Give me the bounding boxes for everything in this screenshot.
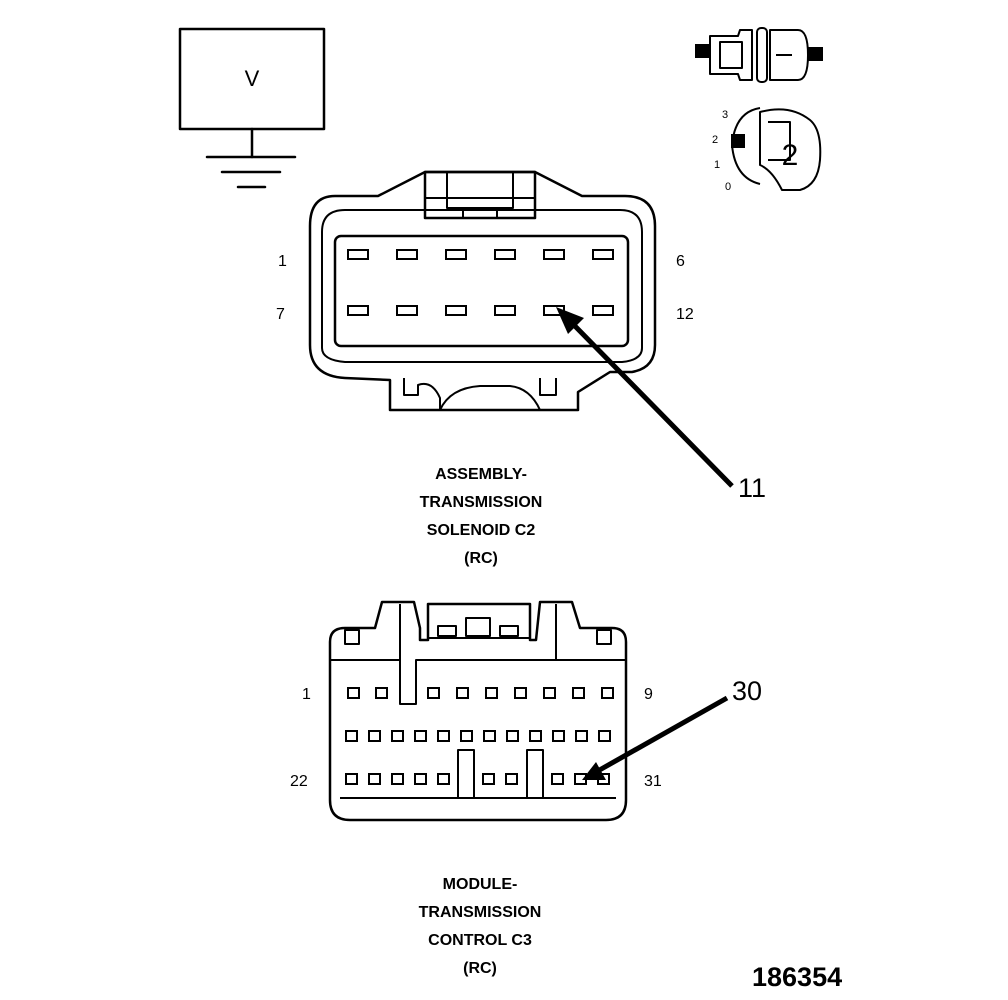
c3-callout-number: 30 xyxy=(732,676,762,706)
c3-pin-r3-4 xyxy=(414,773,427,785)
c3-pin-r2-11 xyxy=(575,730,588,742)
c2-caption-line-2: TRANSMISSION xyxy=(420,494,543,511)
knob-scale-1: 1 xyxy=(714,159,720,171)
c3-pin-r3-7 xyxy=(505,773,518,785)
c3-pin-r3-6 xyxy=(482,773,495,785)
knob-selected-value: 2 xyxy=(782,139,799,172)
c3-housing xyxy=(328,600,628,822)
c2-caption-line-3: SOLENOID C2 xyxy=(427,522,536,539)
c3-caption-line-2: TRANSMISSION xyxy=(419,904,542,921)
c2-pin-label-bottom-left: 7 xyxy=(276,306,285,323)
c2-caption-line-1: ASSEMBLY- xyxy=(435,466,527,483)
c3-callout: 30 xyxy=(582,676,762,780)
c2-pin-r1-6 xyxy=(592,249,614,260)
c3-pin-r1-1 xyxy=(347,687,360,699)
c2-latch xyxy=(423,170,537,220)
test-probe-icon xyxy=(695,27,823,83)
c2-pin-r1-4 xyxy=(494,249,516,260)
c3-key-left xyxy=(457,749,475,799)
c2-callout-arrowhead xyxy=(556,307,584,334)
c3-caption-line-1: MODULE- xyxy=(443,876,518,893)
c3-pin-r1-5 xyxy=(485,687,498,699)
c3-pin-r1-3 xyxy=(427,687,440,699)
c3-pin-r2-8 xyxy=(506,730,519,742)
c3-pin-r2-12 xyxy=(598,730,611,742)
c3-pin-r2-1 xyxy=(345,730,358,742)
c2-pin-field xyxy=(333,234,630,348)
c3-callout-arrow xyxy=(594,695,729,775)
c2-caption-line-4: (RC) xyxy=(464,550,498,567)
c3-pin-r2-4 xyxy=(414,730,427,742)
c3-pin-r3-5 xyxy=(437,773,450,785)
voltmeter-ground-icon: V xyxy=(178,27,326,189)
c3-pin-r1-4 xyxy=(456,687,469,699)
c2-pin-r1-3 xyxy=(445,249,467,260)
c3-caption-line-3: CONTROL C3 xyxy=(428,932,532,949)
c2-pin-r2-3 xyxy=(445,305,467,316)
c3-pin-r3-1 xyxy=(345,773,358,785)
c3-key-right xyxy=(526,749,544,799)
c2-pin-label-bottom-right: 12 xyxy=(676,306,694,323)
knob-pointer xyxy=(731,134,745,148)
c3-pin-r2-9 xyxy=(529,730,542,742)
c2-pin-r2-6 xyxy=(592,305,614,316)
c3-pin-r3-2 xyxy=(368,773,381,785)
c3-pins xyxy=(345,687,614,785)
c2-callout-number: 11 xyxy=(738,473,766,503)
c3-pin-r1-9 xyxy=(601,687,614,699)
c3-pin-r1-7 xyxy=(543,687,556,699)
knob-scale-2: 2 xyxy=(712,134,718,146)
c2-caption: ASSEMBLY- TRANSMISSION SOLENOID C2 (RC) xyxy=(420,466,543,567)
c2-pin-r1-5 xyxy=(543,249,565,260)
c3-caption-line-4: (RC) xyxy=(463,960,497,977)
c3-pin-r2-7 xyxy=(483,730,496,742)
c2-pins xyxy=(347,249,614,316)
c2-pin-label-top-left: 1 xyxy=(278,253,287,270)
c3-pin-label-top-right: 9 xyxy=(644,686,653,703)
c3-caption: MODULE- TRANSMISSION CONTROL C3 (RC) xyxy=(419,876,542,977)
c2-callout: 11 xyxy=(556,307,766,503)
c3-pin-r3-3 xyxy=(391,773,404,785)
selector-knob-icon: 3 2 1 0 2 xyxy=(712,107,822,193)
c2-pin-r2-1 xyxy=(347,305,369,316)
c3-pin-r1-2 xyxy=(375,687,388,699)
c2-pin-r2-2 xyxy=(396,305,418,316)
c3-pin-r2-2 xyxy=(368,730,381,742)
c3-callout-arrowhead xyxy=(582,762,606,780)
figure-id: 186354 xyxy=(752,962,842,992)
c3-pin-r2-6 xyxy=(460,730,473,742)
connector-c2: 1 6 7 12 xyxy=(276,170,694,412)
c3-pin-label-bottom-left: 22 xyxy=(290,773,308,790)
c3-pin-r1-8 xyxy=(572,687,585,699)
c3-pin-r2-10 xyxy=(552,730,565,742)
c2-pin-r2-4 xyxy=(494,305,516,316)
c2-pin-r1-1 xyxy=(347,249,369,260)
c3-latch xyxy=(427,603,531,639)
c2-pin-r1-2 xyxy=(396,249,418,260)
voltmeter-symbol: V xyxy=(245,66,260,91)
knob-scale-3: 3 xyxy=(722,109,728,121)
c2-pin-label-top-right: 6 xyxy=(676,253,685,270)
c3-pin-r1-6 xyxy=(514,687,527,699)
c2-callout-arrow xyxy=(568,319,734,488)
c3-pin-label-bottom-right: 31 xyxy=(644,773,662,790)
c3-pin-r2-5 xyxy=(437,730,450,742)
c3-pin-label-top-left: 1 xyxy=(302,686,311,703)
c3-pin-r3-8 xyxy=(551,773,564,785)
connector-c3: 1 9 22 31 xyxy=(290,600,662,822)
knob-scale-0: 0 xyxy=(725,181,731,193)
c3-pin-r2-3 xyxy=(391,730,404,742)
